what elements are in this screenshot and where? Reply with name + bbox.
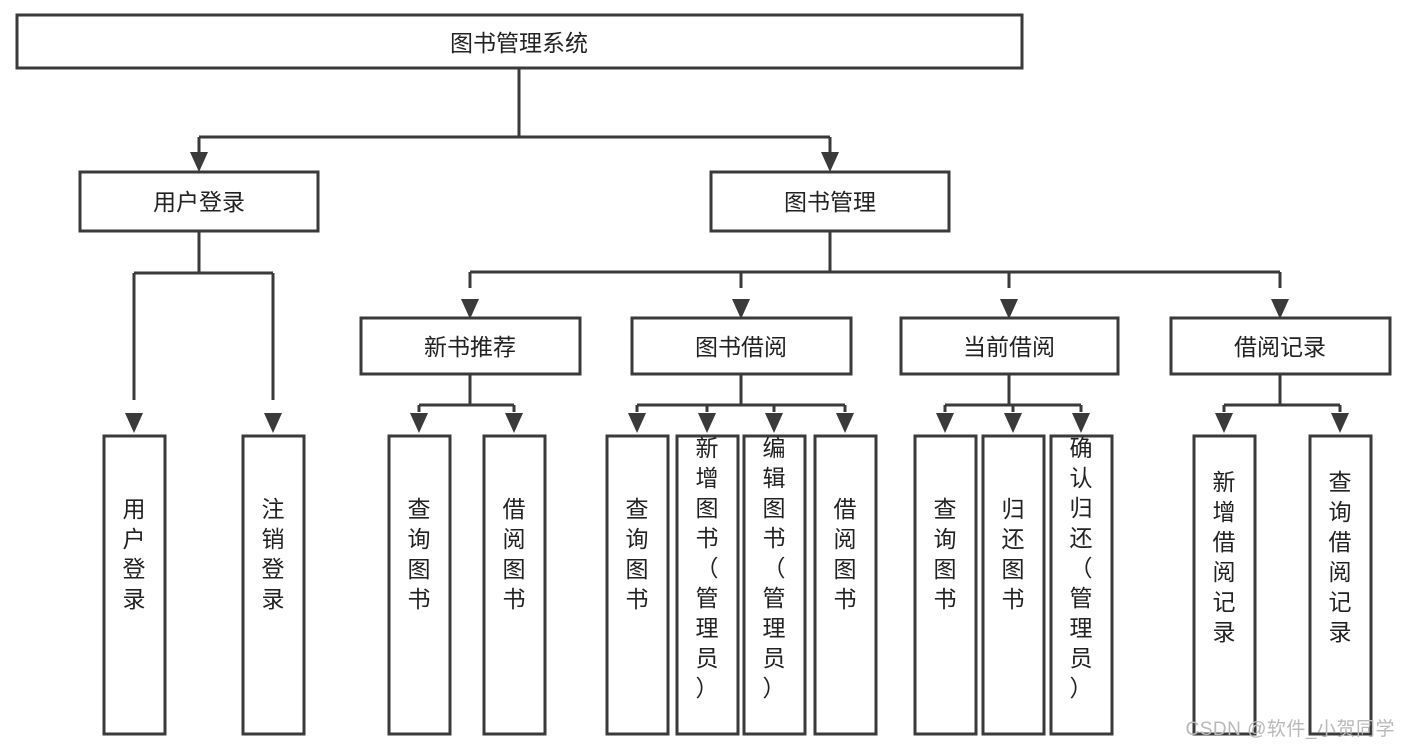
leaf-box[interactable] xyxy=(742,434,807,736)
arrow-head-user-login xyxy=(190,152,208,172)
leaf-node[interactable]: 用户登录 xyxy=(102,434,167,736)
leaf-node[interactable]: 编辑图书（管理员） xyxy=(742,434,807,736)
arrow-head-leaf-return-book xyxy=(1004,413,1022,433)
node-book-borrow-box[interactable] xyxy=(630,316,853,376)
csdn-watermark: CSDN @软件_小贺同学 xyxy=(1185,719,1395,740)
leaf-label: 查询图书 xyxy=(626,496,649,612)
leaf-node[interactable]: 归还图书 xyxy=(981,434,1046,736)
arrow-head-current-borrow xyxy=(1000,299,1018,319)
node-borrow-record[interactable]: 借阅记录 xyxy=(1169,316,1392,376)
arrow-head-leaf-user-login xyxy=(125,413,143,433)
leaf-box[interactable] xyxy=(605,434,670,736)
leaf-node[interactable]: 借阅图书 xyxy=(813,434,878,736)
node-root-box[interactable] xyxy=(15,13,1024,70)
node-root[interactable]: 图书管理系统 xyxy=(15,13,1024,70)
connector-group-root xyxy=(190,68,839,172)
leaf-label: 归还图书 xyxy=(1002,496,1025,612)
leaf-node[interactable]: 查询图书 xyxy=(605,434,670,736)
node-current-borrow-label: 当前借阅 xyxy=(963,334,1055,360)
connector-group-current-borrow xyxy=(936,374,1090,433)
arrow-head-book-manage xyxy=(821,152,839,172)
node-borrow-record-label: 借阅记录 xyxy=(1234,334,1326,360)
leaf-box[interactable] xyxy=(482,434,547,736)
leaf-node[interactable]: 借阅图书 xyxy=(482,434,547,736)
connector-group-borrow-record xyxy=(1215,374,1349,433)
leaf-label: 查询图书 xyxy=(408,496,431,612)
leaf-label: 新增图书（管理员） xyxy=(696,435,719,701)
arrow-head-leaf-add-record xyxy=(1215,413,1233,433)
leaf-box[interactable] xyxy=(1049,434,1114,736)
arrow-head-leaf-add-book xyxy=(698,413,716,433)
node-current-borrow[interactable]: 当前借阅 xyxy=(899,316,1120,376)
leaf-label: 借阅图书 xyxy=(834,496,857,612)
arrow-head-leaf-borrow-book-1 xyxy=(505,413,523,433)
arrow-head-leaf-logout-login xyxy=(264,413,282,433)
leaf-label: 用户登录 xyxy=(123,496,146,612)
arrow-head-leaf-query-book-1 xyxy=(410,413,428,433)
leaf-box[interactable] xyxy=(241,434,306,736)
leaf-node[interactable]: 查询图书 xyxy=(913,434,978,736)
node-book-manage-box[interactable] xyxy=(709,170,951,233)
leaf-box[interactable] xyxy=(387,434,452,736)
leaf-label: 编辑图书（管理员） xyxy=(763,435,786,701)
leaf-node[interactable]: 新增图书（管理员） xyxy=(675,434,740,736)
leaf-label: 确认归还（管理员） xyxy=(1070,435,1093,701)
connector-group-book-manage xyxy=(461,231,1289,319)
leaf-label: 注销登录 xyxy=(262,496,285,612)
leaf-node[interactable]: 新增借阅记录 xyxy=(1192,434,1257,736)
node-user-login-box[interactable] xyxy=(78,170,320,233)
node-new-book-recommend[interactable]: 新书推荐 xyxy=(359,316,582,376)
arrow-head-leaf-confirm-return xyxy=(1072,413,1090,433)
leaf-box[interactable] xyxy=(675,434,740,736)
arrow-head-book-borrow xyxy=(732,299,750,319)
node-current-borrow-box[interactable] xyxy=(899,316,1120,376)
node-book-manage[interactable]: 图书管理 xyxy=(709,170,951,233)
node-borrow-record-box[interactable] xyxy=(1169,316,1392,376)
connector-group-book-borrow xyxy=(628,374,854,433)
leaf-label: 查询图书 xyxy=(934,496,957,612)
node-new-book-recommend-label: 新书推荐 xyxy=(424,334,516,360)
leaf-node[interactable]: 注销登录 xyxy=(241,434,306,736)
leaf-box[interactable] xyxy=(1308,434,1373,736)
leaf-label: 新增借阅记录 xyxy=(1213,469,1236,645)
node-book-manage-label: 图书管理 xyxy=(784,189,876,215)
node-book-borrow-label: 图书借阅 xyxy=(695,334,787,360)
node-user-login-label: 用户登录 xyxy=(153,189,245,215)
arrow-head-borrow-record xyxy=(1271,299,1289,319)
node-book-borrow[interactable]: 图书借阅 xyxy=(630,316,853,376)
connector-group-user-login xyxy=(125,231,282,433)
leaf-node[interactable]: 查询图书 xyxy=(387,434,452,736)
leaf-node[interactable]: 确认归还（管理员） xyxy=(1049,434,1114,736)
leaf-box[interactable] xyxy=(913,434,978,736)
leaf-box[interactable] xyxy=(813,434,878,736)
leaf-box[interactable] xyxy=(1192,434,1257,736)
arrow-head-leaf-borrow-book-2 xyxy=(836,413,854,433)
leaf-box[interactable] xyxy=(981,434,1046,736)
arrow-head-leaf-query-record xyxy=(1331,413,1349,433)
arrow-head-leaf-edit-book xyxy=(765,413,783,433)
arrow-head-new-book-recommend xyxy=(461,299,479,319)
arrow-head-leaf-query-book-2 xyxy=(628,413,646,433)
node-new-book-recommend-box[interactable] xyxy=(359,316,582,376)
node-user-login[interactable]: 用户登录 xyxy=(78,170,320,233)
leaf-label: 借阅图书 xyxy=(503,496,526,612)
leaf-box[interactable] xyxy=(102,434,167,736)
leaf-node[interactable]: 查询借阅记录 xyxy=(1308,434,1373,736)
arrow-head-leaf-query-book-3 xyxy=(936,413,954,433)
leaf-label: 查询借阅记录 xyxy=(1329,469,1352,645)
node-root-label: 图书管理系统 xyxy=(450,30,588,56)
connector-group-new-book-recommend xyxy=(410,374,523,433)
